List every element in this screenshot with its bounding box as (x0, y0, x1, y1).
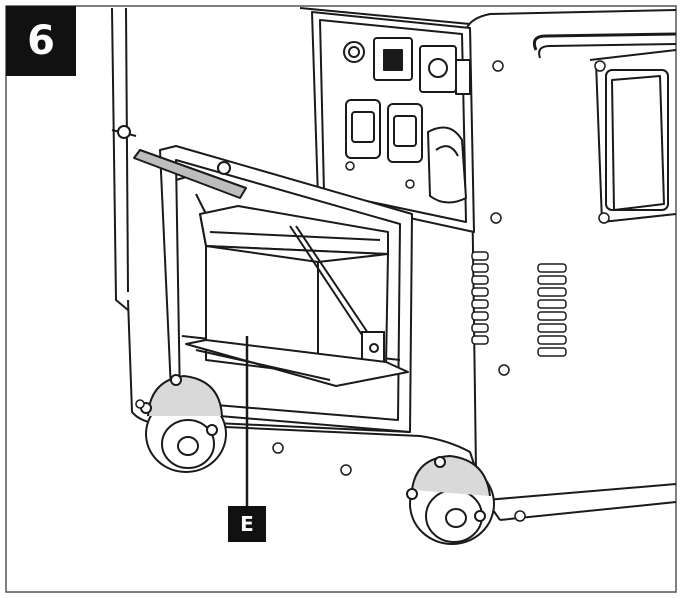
bolt-icon (135, 399, 145, 409)
bolt-icon (598, 212, 610, 224)
wheel-left (140, 374, 227, 473)
step-number-badge: 6 (6, 6, 76, 76)
bolt-icon (594, 60, 606, 72)
bolt-icon (474, 510, 486, 522)
bolt-icon (405, 179, 415, 189)
bolt-icon (340, 464, 352, 476)
wheel-right (406, 454, 495, 545)
bolt-icon (514, 510, 526, 522)
bolt-icon (492, 60, 504, 72)
bolt-icon (206, 424, 218, 436)
bolt-icon (490, 212, 502, 224)
bracket-bolt-icon (217, 161, 231, 175)
callout-label-battery: E (228, 506, 266, 542)
housing-bolts (135, 60, 610, 522)
vent-slots-right (537, 263, 567, 357)
control-panel (311, 11, 475, 233)
battery-tray (185, 339, 409, 387)
bolt-icon (434, 456, 446, 468)
bolt-icon (406, 488, 418, 500)
vent-slots-left (471, 251, 489, 345)
battery-hold-down-bracket (111, 125, 247, 215)
battery (199, 205, 389, 375)
bolt-icon (498, 364, 510, 376)
bolt-icon (272, 442, 284, 454)
bolt-icon (170, 374, 182, 386)
bracket-bolt-icon (117, 125, 131, 139)
bolt-icon (345, 161, 355, 171)
